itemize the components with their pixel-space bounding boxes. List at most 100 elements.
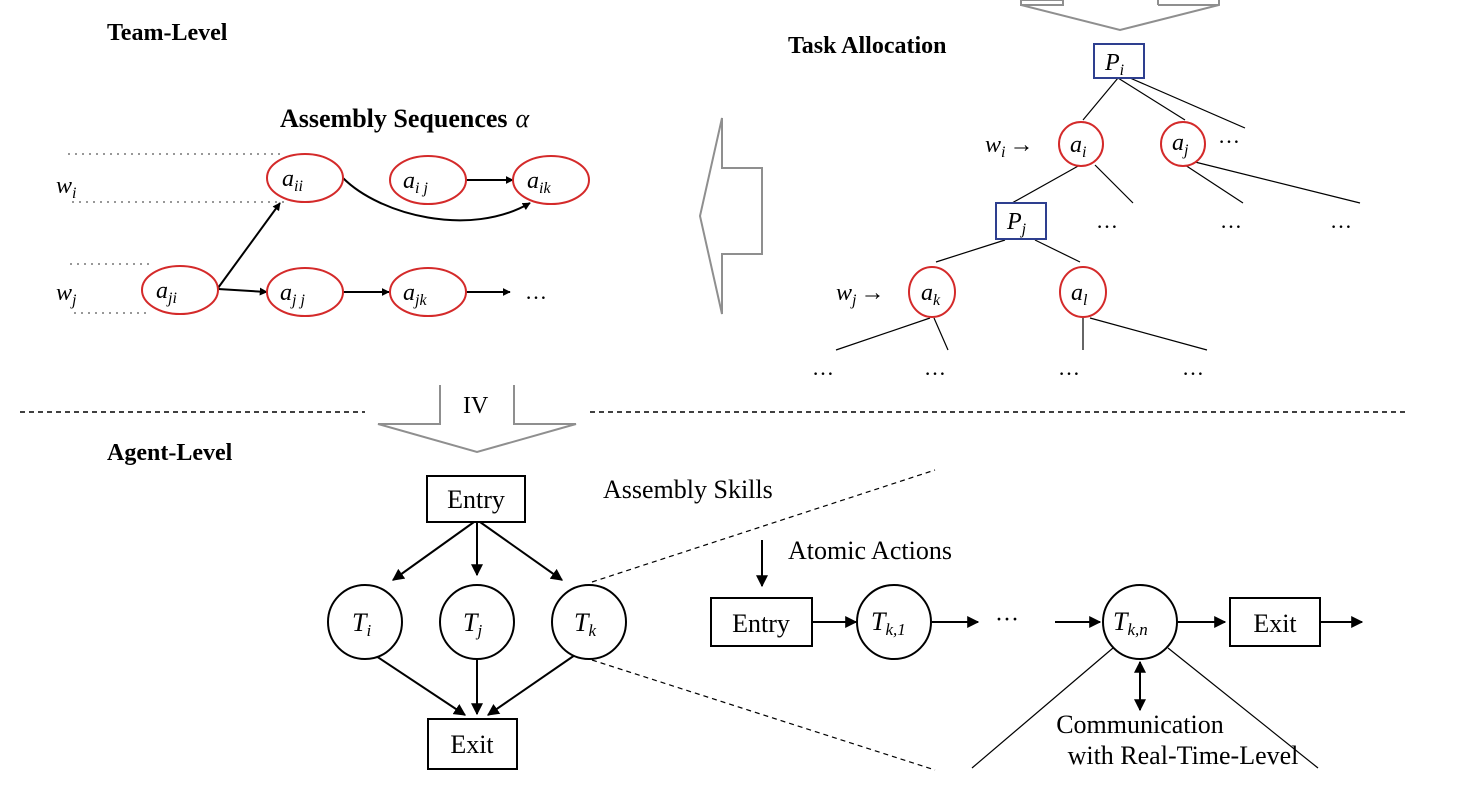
row-w-j-label: w xyxy=(56,280,72,306)
a-l-label: a xyxy=(1071,280,1083,306)
skill-zoom-lines xyxy=(971,647,1319,769)
p-j-box xyxy=(995,202,1047,240)
sequence-edges xyxy=(217,176,531,296)
a-i-label: a xyxy=(1070,132,1082,158)
skill-entry-box xyxy=(710,597,813,647)
w-j-label: w xyxy=(836,280,852,306)
skill-exit-label: Exit xyxy=(1253,609,1297,638)
zoom-line-bottom xyxy=(591,659,936,771)
p-i-label: P xyxy=(1104,50,1120,76)
svg-text:Tk: Tk xyxy=(574,608,596,640)
assembly-sequences-title: Assembly Sequences xyxy=(280,104,508,133)
svg-text:al: al xyxy=(1071,280,1088,309)
block-arrow-iii xyxy=(698,117,763,315)
node-t-kn xyxy=(1102,584,1178,660)
node-a-k xyxy=(908,266,956,318)
a-j-label: a xyxy=(1172,130,1184,156)
svg-text:aj: aj xyxy=(1172,130,1189,159)
t-j-label: T xyxy=(463,608,479,637)
svg-text:wj: wj xyxy=(56,280,77,309)
svg-text:ai: ai xyxy=(1070,132,1086,161)
arrow-iv-label: IV xyxy=(463,393,489,419)
alpha-symbol: α xyxy=(516,104,531,133)
node-a-ii xyxy=(266,153,344,203)
svg-text:aj j: aj j xyxy=(280,280,305,309)
t-i-label: T xyxy=(352,608,368,637)
block-arrow-iv xyxy=(377,385,577,454)
svg-text:wj→: wj→ xyxy=(836,280,884,309)
sequence-guides xyxy=(68,153,285,314)
task-allocation-title: Task Allocation xyxy=(788,33,947,59)
node-t-k1 xyxy=(856,584,932,660)
agent-exit-box xyxy=(427,718,518,770)
communication-label-line2: with Real-Time-Level xyxy=(1068,741,1299,770)
svg-text:ak: ak xyxy=(921,280,941,309)
agent-level-label: Agent-Level xyxy=(107,440,233,466)
agent-entry-box xyxy=(426,475,526,523)
a-jj-label: a xyxy=(280,280,292,306)
node-a-jj xyxy=(266,267,344,317)
a-ij-label: a xyxy=(403,168,415,194)
agent-exit-label: Exit xyxy=(450,730,494,759)
node-t-k xyxy=(551,584,627,660)
atomic-actions-label: Atomic Actions xyxy=(788,536,952,565)
node-a-j xyxy=(1160,121,1206,167)
tree-ellipsis-1: … xyxy=(1218,123,1240,148)
skill-entry-label: Entry xyxy=(732,609,790,638)
svg-text:aji: aji xyxy=(156,278,177,307)
t-k1-label: T xyxy=(871,607,887,636)
node-t-j xyxy=(439,584,515,660)
node-a-jk xyxy=(389,267,467,317)
p-j-label: P xyxy=(1006,209,1022,235)
tree-ellipsis-2: … xyxy=(1096,208,1118,233)
svg-text:Ti: Ti xyxy=(352,608,371,640)
node-a-ji xyxy=(141,265,219,315)
zoom-line-top xyxy=(591,469,936,583)
svg-text:ajk: ajk xyxy=(403,280,427,309)
svg-text:Pi: Pi xyxy=(1104,50,1124,79)
skill-exit-box xyxy=(1229,597,1321,647)
svg-text:Tj: Tj xyxy=(463,608,482,640)
a-ji-label: a xyxy=(156,278,168,304)
t-k-label: T xyxy=(574,608,590,637)
svg-text:Tk,n: Tk,n xyxy=(1113,607,1148,639)
svg-text:aii: aii xyxy=(282,166,303,195)
agent-flow-edges xyxy=(372,521,576,716)
top-block-arrow-outline xyxy=(1020,0,1220,32)
node-a-i xyxy=(1058,121,1104,167)
tree-ellipsis-6: … xyxy=(924,355,946,380)
task-tree-edges xyxy=(835,77,1361,351)
tree-ellipsis-4: … xyxy=(1330,208,1352,233)
communication-label-line1: Communication xyxy=(1056,710,1224,739)
a-ii-label: a xyxy=(282,166,294,192)
svg-text:Tk,1: Tk,1 xyxy=(871,607,906,639)
node-a-ij xyxy=(389,155,467,205)
svg-text:Pj: Pj xyxy=(1006,209,1027,238)
t-kn-label: T xyxy=(1113,607,1129,636)
a-k-label: a xyxy=(921,280,933,306)
agent-entry-label: Entry xyxy=(447,485,505,514)
a-ik-label: a xyxy=(527,168,539,194)
skill-ellipsis: ··· xyxy=(995,607,1019,633)
p-i-box xyxy=(1093,43,1145,79)
a-jk-label: a xyxy=(403,280,415,306)
node-a-ik xyxy=(512,155,590,205)
w-i-label: w xyxy=(985,132,1001,158)
svg-text:wi→: wi→ xyxy=(985,132,1033,161)
svg-text:aik: aik xyxy=(527,168,551,197)
assembly-skills-title: Assembly Skills xyxy=(603,475,773,504)
tree-ellipsis-3: … xyxy=(1220,208,1242,233)
svg-text:wi: wi xyxy=(56,173,76,202)
tree-ellipsis-7: … xyxy=(1058,355,1080,380)
svg-text:ai j: ai j xyxy=(403,168,428,197)
skill-flow-edges xyxy=(812,616,1364,712)
row-w-i-label: w xyxy=(56,173,72,199)
tree-ellipsis-8: … xyxy=(1182,355,1204,380)
tree-ellipsis-5: … xyxy=(812,355,834,380)
node-t-i xyxy=(327,584,403,660)
team-level-label: Team-Level xyxy=(107,20,228,46)
node-a-l xyxy=(1059,266,1107,318)
sequence-ellipsis: … xyxy=(525,279,547,304)
